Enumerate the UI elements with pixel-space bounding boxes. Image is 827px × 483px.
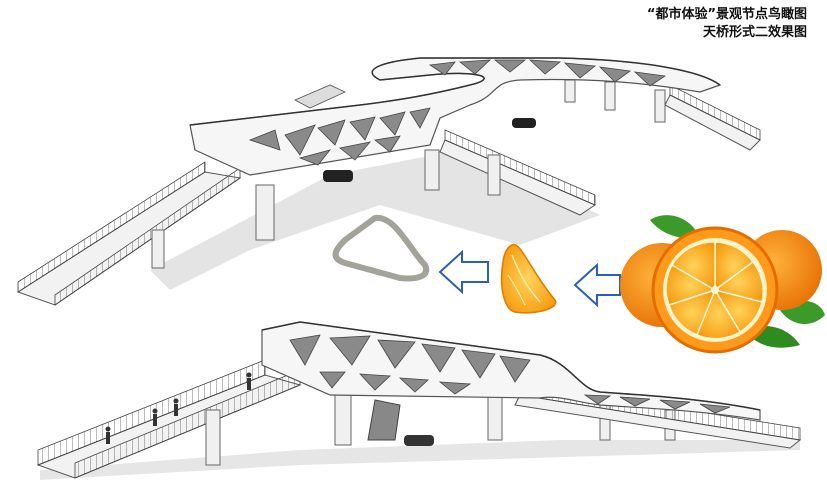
- title-line-1: “都市体验”景观节点鸟瞰图: [646, 7, 807, 22]
- pedestrian-icon: [105, 372, 252, 444]
- lattice-openings: [289, 334, 731, 414]
- title-block: “都市体验”景观节点鸟瞰图 天桥形式二效果图: [647, 6, 807, 42]
- arrow-left-icon: [438, 249, 489, 295]
- orange-segment-icon: [500, 243, 557, 314]
- car-icon: [512, 118, 536, 128]
- car-icon: [323, 170, 353, 182]
- column: [604, 81, 616, 111]
- column: [424, 149, 440, 191]
- column: [151, 229, 165, 269]
- title-line-2: 天桥形式二效果图: [702, 25, 807, 40]
- orange-fruit-icon: [620, 215, 825, 354]
- column: [564, 79, 576, 103]
- column: [654, 89, 666, 123]
- bottom-bridge-render: [36, 321, 802, 480]
- arrow-left-icon: [573, 262, 621, 308]
- lattice-openings: [248, 59, 667, 166]
- column: [255, 184, 275, 241]
- triangle-outline-icon: [332, 214, 430, 282]
- column: [487, 154, 501, 196]
- top-bridge-render: [16, 57, 761, 306]
- car-icon: [404, 435, 434, 446]
